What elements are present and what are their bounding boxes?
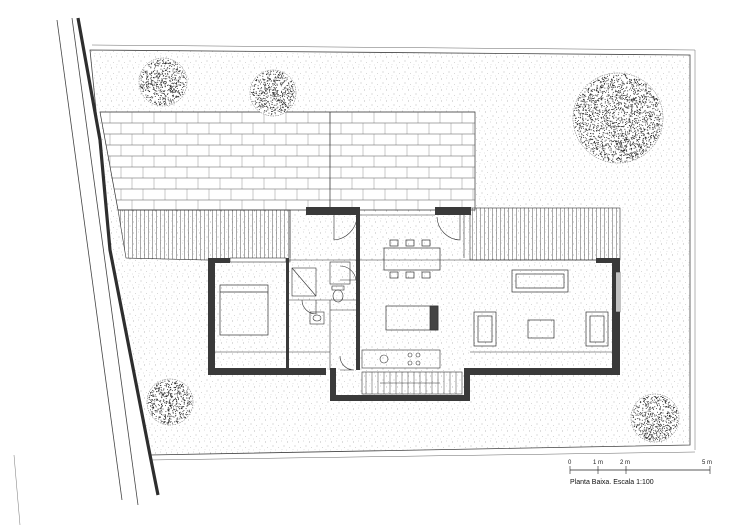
- door-swing: [301, 215, 461, 371]
- sofa: [511, 269, 569, 293]
- sink: [309, 311, 325, 325]
- plan-caption: Planta Baixa. Escala 1:100: [570, 479, 654, 486]
- scale-tick-label: 2 m: [620, 460, 630, 466]
- scale-tick-label: 5 m: [702, 460, 712, 466]
- street-edge: [13, 17, 160, 526]
- scale-bar: 0 1 m 2 m 5 m: [568, 460, 712, 474]
- tree-symbol: [249, 69, 297, 117]
- tree-symbol: [630, 393, 680, 443]
- cooktop: [407, 352, 421, 366]
- scale-tick-label: 1 m: [593, 460, 603, 466]
- kitchen-counter: [361, 349, 441, 369]
- tree-symbol: [138, 57, 188, 107]
- staircase: [361, 371, 463, 395]
- kitchen-island: [385, 305, 439, 331]
- bathroom-fixtures: [291, 261, 351, 325]
- sofa: [585, 311, 609, 347]
- coffee-table: [527, 319, 555, 339]
- tree-symbol: [572, 72, 664, 164]
- scale-tick-label: 0: [568, 460, 572, 466]
- paved-terrace: [99, 111, 476, 211]
- living-room-furniture: [473, 269, 609, 347]
- windows: [229, 257, 621, 313]
- sofa: [473, 311, 497, 347]
- tree-symbol: [138, 57, 680, 443]
- tree-symbol: [146, 378, 194, 426]
- bed: [219, 284, 269, 336]
- deck-left: [117, 209, 291, 263]
- deck-right: [469, 207, 621, 261]
- house-walls: [208, 207, 620, 401]
- interior-lines: [215, 210, 612, 370]
- sink: [379, 354, 389, 364]
- dining-table: [383, 239, 441, 279]
